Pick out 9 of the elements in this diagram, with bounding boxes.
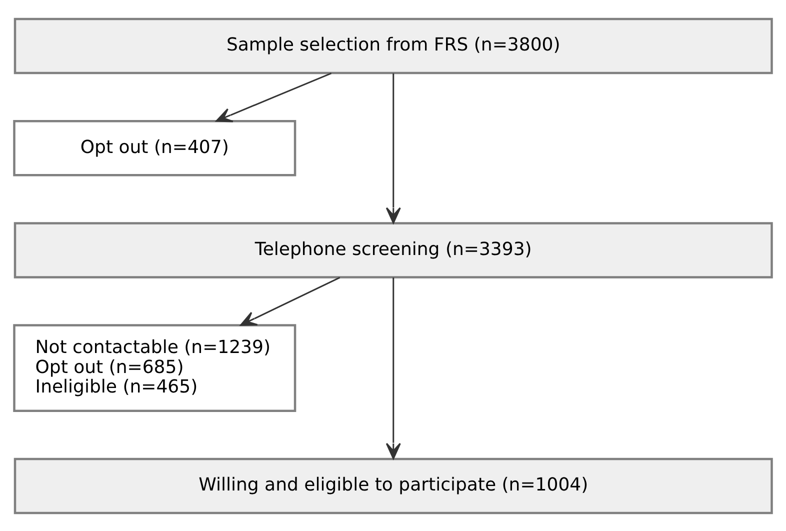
arrow <box>386 277 401 459</box>
arrow <box>240 276 340 326</box>
node-box: Not contactable (n=1239) Opt out (n=685) Ineligible (n=465) <box>13 324 296 412</box>
node-box: Sample selection from FRS (n=3800) <box>14 17 773 74</box>
node-box: Telephone screening (n=3393) <box>14 222 773 278</box>
arrow <box>216 72 332 122</box>
arrow <box>386 72 401 224</box>
node-box: Willing and eligible to participate (n=1004) <box>14 457 773 514</box>
node-box: Opt out (n=407) <box>13 119 296 176</box>
